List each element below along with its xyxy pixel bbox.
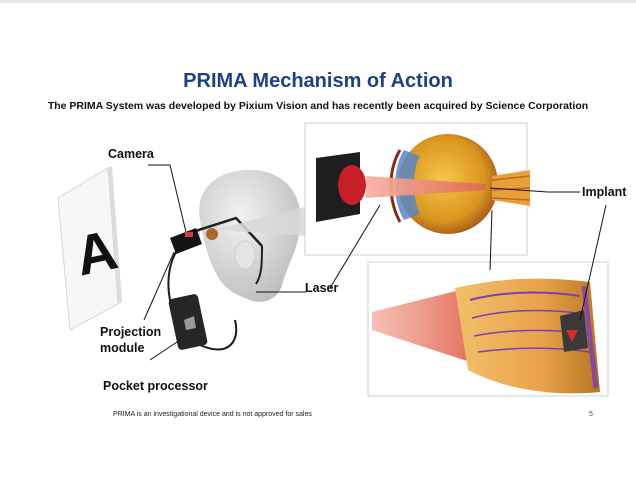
projection-label-line2: module [100,341,145,355]
pocket-processor-label: Pocket processor [103,379,208,393]
letter-card [57,166,122,331]
retina-panel [367,261,609,397]
top-divider [0,0,636,3]
eye-panel [304,122,531,256]
projection-module-label: Projection module [100,324,161,356]
pocket-processor-device [168,294,208,350]
projection-label-line1: Projection [100,325,162,339]
implant-label: Implant [582,185,627,199]
projection-beam [214,206,308,236]
page-number: 5 [589,411,593,418]
footnote: PRIMA is an investigational device and i… [113,411,312,418]
camera-label: Camera [108,147,154,161]
slide-subtitle: The PRIMA System was developed by Pixium… [47,100,589,112]
laser-label: Laser [305,281,339,295]
projection-module [170,228,218,254]
head-illustration [179,169,301,302]
slide-title: PRIMA Mechanism of Action [183,70,453,92]
leader-lines [143,164,607,361]
